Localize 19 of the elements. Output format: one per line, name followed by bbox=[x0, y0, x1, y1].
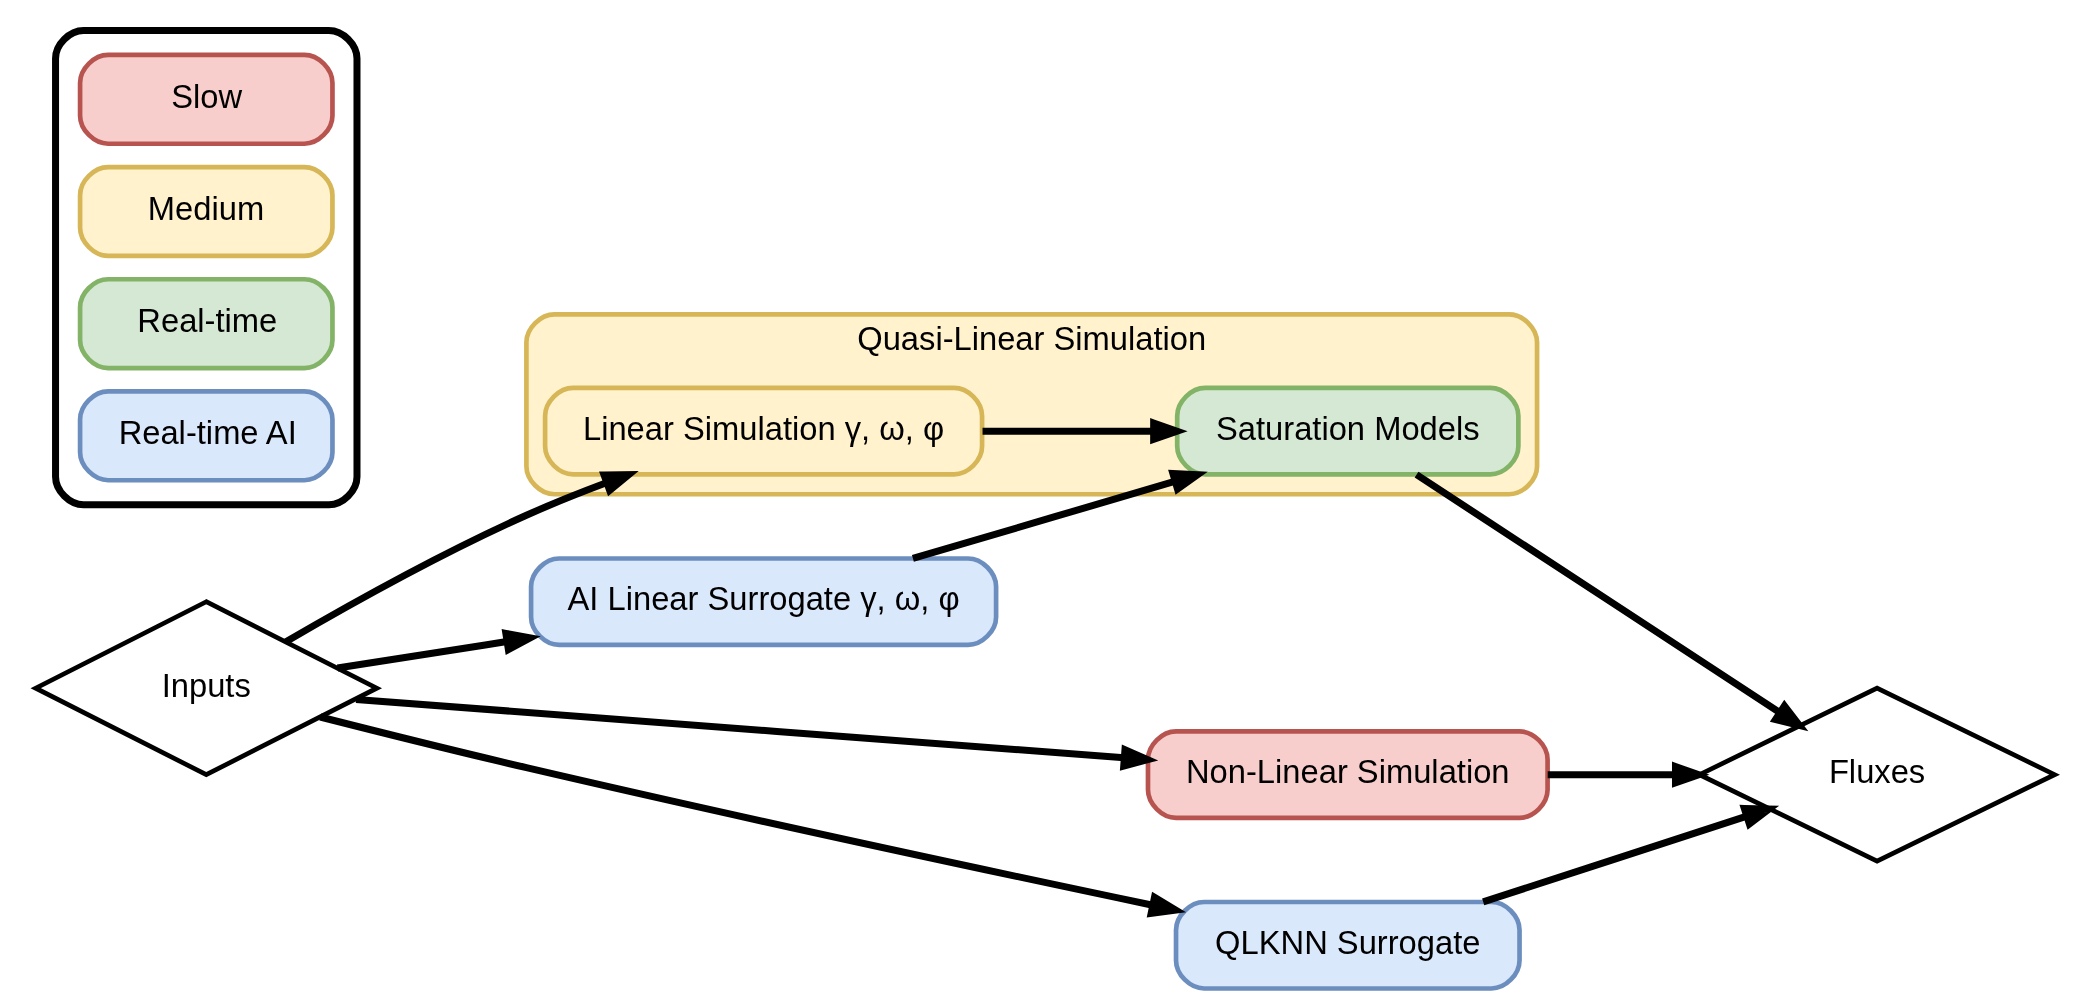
arrow bbox=[318, 713, 1186, 918]
node-box: Non-Linear Simulation bbox=[1145, 729, 1550, 821]
arrow bbox=[336, 629, 541, 672]
legend-label: Real-time AI bbox=[118, 414, 297, 452]
node-box: Linear Simulation γ, ω, φ bbox=[542, 385, 984, 477]
legend-label: Real-time bbox=[136, 302, 277, 340]
legend-label: Medium bbox=[147, 190, 264, 228]
node-box: QLKNN Surrogate bbox=[1173, 899, 1522, 991]
arrow bbox=[1547, 761, 1709, 788]
node-diamond: Inputs bbox=[30, 599, 382, 778]
arrow bbox=[911, 469, 1208, 562]
node-box: Saturation Models bbox=[1174, 385, 1521, 477]
legend-label: Slow bbox=[170, 77, 242, 115]
arrow bbox=[283, 470, 639, 645]
arrow bbox=[355, 695, 1158, 771]
arrow bbox=[1414, 471, 1808, 732]
node-box: AI Linear Surrogate γ, ω, φ bbox=[528, 556, 998, 648]
arrow bbox=[1481, 804, 1779, 906]
arrow bbox=[982, 418, 1188, 445]
